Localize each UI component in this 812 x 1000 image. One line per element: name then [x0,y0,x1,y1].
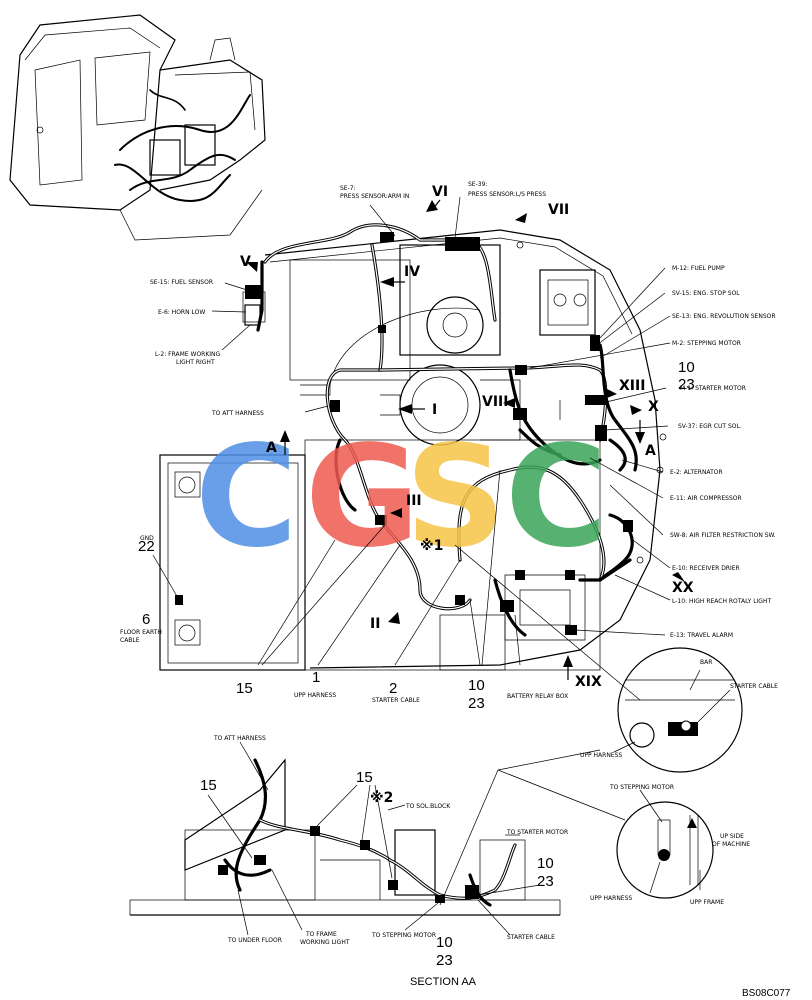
section-part-15-a: 15 [200,777,217,794]
drawing-code: BS08C077 [742,988,791,999]
label-se7-desc: PRESS SENSOR:ARM IN [340,193,409,200]
marker-v: V [240,254,251,270]
label-l2: L-2: FRAME WORKING [155,351,221,358]
label-detail-starter-cable: STARTER CABLE [730,683,778,690]
label-e13: E-13: TRAVEL ALARM [670,632,733,639]
part-15: 15 [236,680,253,697]
part-2: 2 [389,680,397,697]
marker-iii: III [406,493,422,509]
label-up-side-b: OF MACHINE [712,841,750,848]
section-part-10-a: 10 [537,855,554,872]
label-se15: SE-15: FUEL SENSOR [150,279,213,286]
label-to-sol-block: TO SOL.BLOCK [405,803,451,810]
detail-bar-view [613,647,743,773]
label-to-stepping-motor-section: TO STEPPING MOTOR [371,932,436,939]
section-part-10-b: 10 [436,934,453,951]
reference-mark-1: ※1 [420,538,443,554]
label-e10: E-10: RECEIVER DRIER [672,565,740,572]
label-up-side: UP SIDE [720,833,744,840]
label-se7: SE-7: [340,185,356,192]
watermark-letter-c2: C [505,416,608,579]
label-se39-desc: PRESS SENSOR:L/S PRESS [468,191,546,198]
leader-lines [152,196,671,906]
label-e2: E-2: ALTERNATOR [670,469,723,476]
part-23-right: 23 [678,376,695,393]
label-sv37: SV-37: EGR CUT SOL. [678,423,742,430]
label-section-to-att: TO ATT HARNESS [213,735,266,742]
label-floor-earth: FLOOR EARTH [120,629,162,636]
marker-xx: XX [672,580,694,596]
label-to-frame: TO FRAME [305,931,337,938]
detail-upp-frame-view [616,789,714,899]
reference-mark-2: ※2 [370,790,393,806]
watermark-letter-g: G [305,416,420,579]
label-se39: SE-39: [468,181,487,188]
section-title: SECTION AA [410,976,477,988]
marker-vii: VII [548,202,569,218]
roman-markers: I II III IV V VI VII VIII X XIII XIX XX … [240,184,694,690]
label-detail-upp-harness: UPP HARNESS [580,752,622,759]
section-aa-view [129,741,561,936]
label-detail2-upp-harness: UPP HARNESS [590,895,632,902]
watermark-letter-c1: C [195,416,298,579]
component-labels: SE-7: PRESS SENSOR:ARM IN SE-39: PRESS S… [120,181,778,946]
section-part-15-b: 15 [356,769,373,786]
main-harness-routing [175,223,638,637]
label-section-starter-cable: STARTER CABLE [507,934,555,941]
label-upp-harness: UPP HARNESS [294,692,336,699]
label-gnd: GND [140,535,154,542]
marker-vi: VI [432,184,448,200]
label-upp-frame: UPP FRAME [690,899,724,906]
part-10-main: 10 [468,677,485,694]
label-starter-cable: STARTER CABLE [372,697,420,704]
part-22: 22 [138,538,155,555]
label-e6: E-6: HORN LOW [158,309,205,316]
label-floor-earth-b: CABLE [120,637,140,644]
marker-a-top: A [266,440,277,456]
label-to-att-harness: TO ATT HARNESS [211,410,264,417]
label-sw8: SW-8: AIR FILTER RESTRICTION SW. [670,532,776,539]
watermark: C G S C [195,416,608,579]
marker-a-right: A [645,443,656,459]
label-m2: M-2: STEPPING MOTOR [672,340,741,347]
marker-iv: IV [404,264,420,280]
label-e11: E-11: AIR COMPRESSOR [670,495,742,502]
label-l10: L-10: HIGH REACH ROTALY LIGHT [672,598,771,605]
label-battery-relay-box: BATTERY RELAY BOX [507,693,568,700]
part-1: 1 [312,669,320,686]
label-to-stepping-motor-detail: TO STEPPING MOTOR [609,784,674,791]
section-part-23-a: 23 [537,873,554,890]
marker-ii: II [370,616,380,632]
direction-arrows [246,199,685,680]
label-to-starter-motor: TO STARTER MOTOR [506,829,568,836]
section-part-23-b: 23 [436,952,453,969]
part-23-main: 23 [468,695,485,712]
label-sv15: SV-15: ENG. STOP SOL [672,290,740,297]
label-to-frame-b: WORKING LIGHT [300,939,350,946]
part-6: 6 [142,611,150,628]
label-l2-b: LIGHT RIGHT [176,359,215,366]
label-m12: M-12: FUEL PUMP [672,265,725,272]
label-to-under-floor: TO UNDER FLOOR [227,937,282,944]
marker-xiii: XIII [619,378,645,394]
label-se13: SE-13: ENG. REVOLUTION SENSOR [672,313,776,320]
label-m1: M-1: STARTER MOTOR [680,385,746,392]
part-10-right: 10 [678,359,695,376]
marker-x: X [648,399,659,415]
watermark-letter-s: S [405,416,506,579]
part-numbers: 15 1 2 10 23 10 23 22 6 15 15 10 23 10 2… [138,359,695,969]
machine-isometric-view [9,14,266,241]
label-bar: BAR [700,659,712,666]
marker-i: I [432,402,437,418]
marker-xix: XIX [575,674,602,690]
marker-viii: VIII [482,394,508,410]
